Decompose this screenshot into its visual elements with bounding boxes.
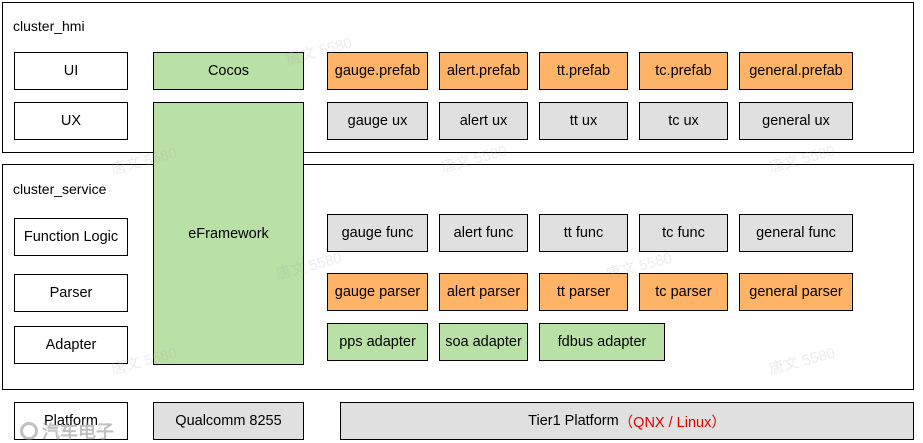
tt-ux-box: tt ux [539,102,628,140]
gauge-func-box: gauge func [327,214,428,252]
parser-label-box: Parser [14,274,128,312]
ux-label-box: UX [14,102,128,140]
gauge-ux-box: gauge ux [327,102,428,140]
adapter-label-box: Adapter [14,326,128,364]
tier1-os-label: （QNX / Linux） [618,414,726,431]
ui-label-box: UI [14,52,128,90]
alert-prefab-box: alert.prefab [439,52,528,90]
tt-prefab-box: tt.prefab [539,52,628,90]
pps-adapter-box: pps adapter [327,323,428,361]
tc-ux-box: tc ux [639,102,728,140]
qualcomm-8255-box: Qualcomm 8255 [153,402,304,440]
cocos-box: Cocos [153,52,304,90]
general-prefab-box: general.prefab [739,52,853,90]
tc-func-box: tc func [639,214,728,252]
soa-adapter-box: soa adapter [439,323,528,361]
alert-parser-box: alert parser [439,273,528,311]
tt-parser-box: tt parser [539,273,628,311]
platform-label-box: Platform [14,402,128,440]
tt-func-box: tt func [539,214,628,252]
eframework-box: eFramework [153,102,304,365]
general-func-box: general func [739,214,853,252]
alert-ux-box: alert ux [439,102,528,140]
cluster-service-title: cluster_service [13,181,107,197]
gauge-parser-box: gauge parser [327,273,428,311]
cluster-hmi-title: cluster_hmi [13,18,85,34]
general-ux-box: general ux [739,102,853,140]
alert-func-box: alert func [439,214,528,252]
tier1-platform-box: Tier1 Platform （QNX / Linux） [340,402,914,440]
function-logic-label-box: Function Logic [14,218,128,256]
tier1-platform-label: Tier1 Platform [528,413,619,429]
gauge-prefab-box: gauge.prefab [327,52,428,90]
general-parser-box: general parser [739,273,853,311]
tc-prefab-box: tc.prefab [639,52,728,90]
fdbus-adapter-box: fdbus adapter [539,323,665,361]
tc-parser-box: tc parser [639,273,728,311]
